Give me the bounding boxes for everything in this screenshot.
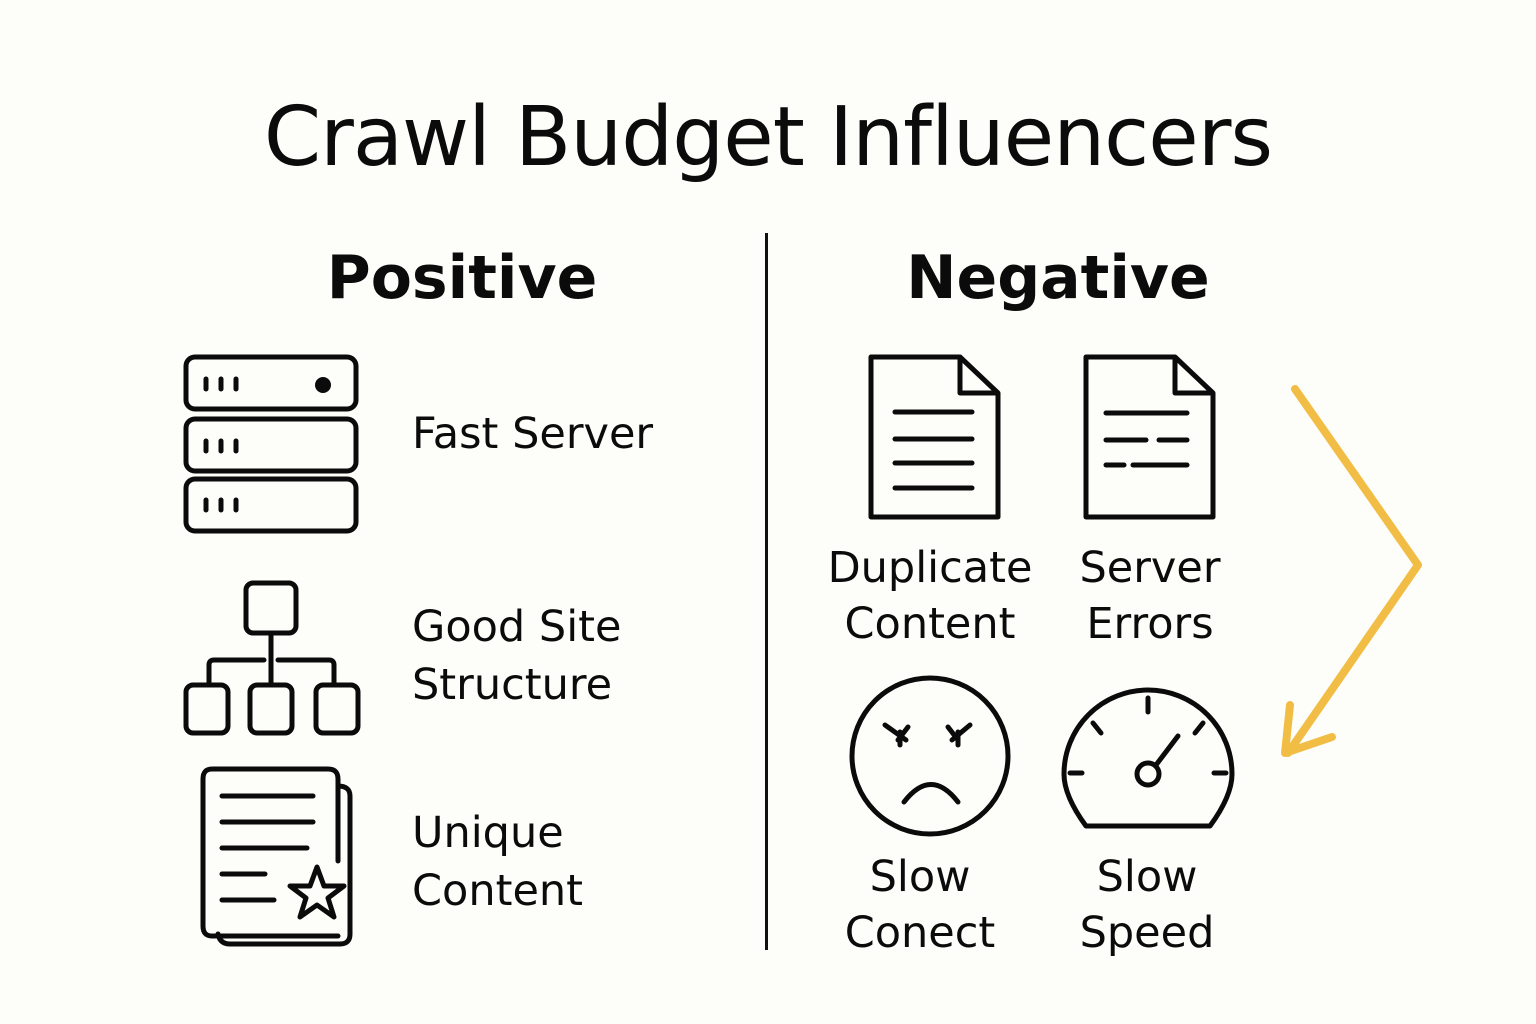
positive-heading: Positive [326,243,598,313]
speedometer-icon [1061,687,1235,829]
site-structure-icon [183,580,361,736]
document-broken-lines-icon [1083,354,1216,520]
positive-item-site-structure: Good Site Structure [412,602,622,710]
negative-item-slow-speed: Slow Speed [1079,852,1215,958]
column-divider [765,233,768,950]
zigzag-arrow-icon [1281,385,1422,757]
negative-item-slow-connect: Slow Conect [844,852,996,958]
positive-item-unique-content: Unique Content [412,808,584,916]
positive-item-fast-server: Fast Server [412,409,654,459]
negative-heading: Negative [906,243,1210,313]
negative-item-server-errors: Server Errors [1079,543,1221,649]
page-title: Crawl Budget Influencers [263,90,1273,185]
angry-face-icon [849,675,1011,837]
negative-item-duplicate-content: Duplicate Content [827,543,1033,649]
document-star-icon [200,766,353,947]
server-stack-icon [183,354,359,534]
document-icon [868,354,1001,520]
